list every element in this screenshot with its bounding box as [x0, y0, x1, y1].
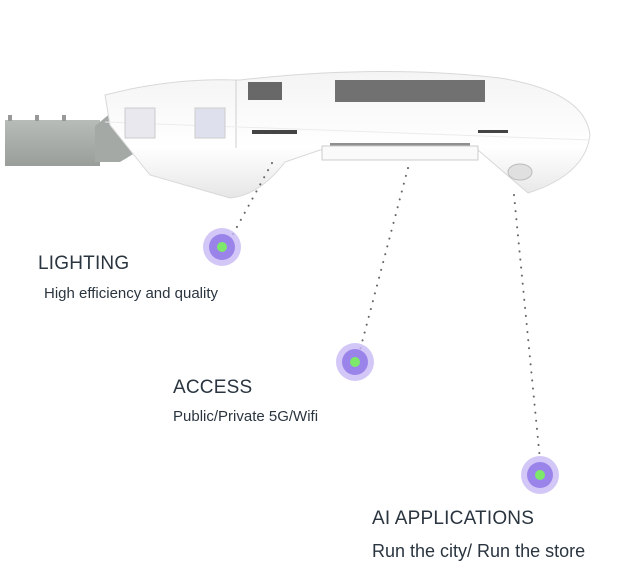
- marker-access: [336, 343, 374, 381]
- marker-lighting: [203, 228, 241, 266]
- access-subtitle: Public/Private 5G/Wifi: [173, 408, 319, 425]
- lighting-subtitle: High efficiency and quality: [44, 285, 218, 302]
- access-title: ACCESS: [173, 377, 253, 398]
- marker-ai-applications: [521, 456, 559, 494]
- ai-applications-title: AI APPLICATIONS: [372, 508, 535, 529]
- fixture-body: [104, 70, 591, 199]
- mounting-arm: [5, 112, 140, 166]
- ai-applications-subtitle: Run the city/ Run the store: [372, 541, 586, 561]
- lighting-title: LIGHTING: [38, 253, 130, 274]
- connector-access: [359, 167, 409, 351]
- connector-ai: [513, 194, 541, 461]
